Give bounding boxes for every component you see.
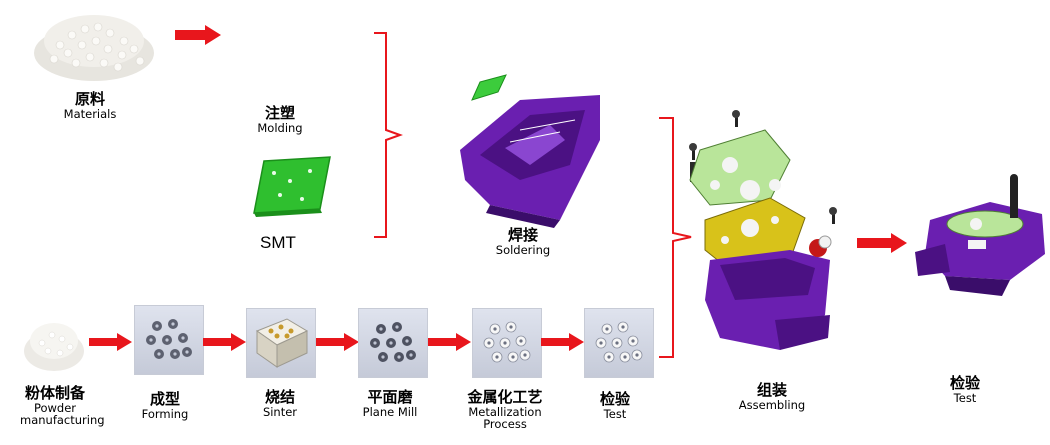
arrow-step-4 (428, 333, 471, 351)
metallization-image (472, 308, 542, 378)
process-step-label-cn: 烧结 (264, 388, 295, 406)
assembly-image (680, 110, 850, 370)
process-step-label-en: Powder manufacturing (20, 400, 105, 427)
process-step-label: 成型 Forming (125, 390, 205, 421)
process-step-label-en: Test (603, 406, 627, 421)
assembly-label: 组装 Assembling (722, 381, 822, 412)
forming-image (134, 305, 204, 375)
process-step-label-en: Metallization Process (468, 404, 542, 431)
materials-label-en: Materials (63, 106, 117, 121)
arrow-step-5 (541, 333, 584, 351)
arrow-materials-to-molding (175, 25, 221, 45)
process-step-label: 金属化工艺 Metallization Process (450, 388, 560, 431)
process-step-label: 粉体制备 Powder manufacturing (5, 384, 105, 427)
sinter-image (246, 308, 316, 378)
bracket-top (374, 32, 403, 238)
final-test-label: 检验 Test (935, 374, 995, 405)
process-step-label-en: Sinter (262, 404, 298, 419)
smt-pcb-image (253, 156, 331, 217)
soldering-label-en: Soldering (495, 242, 551, 257)
final-test-label-cn: 检验 (949, 374, 980, 392)
arrow-step-2 (203, 333, 246, 351)
materials-image (30, 5, 158, 83)
materials-label-cn: 原料 (74, 90, 105, 108)
process-step-label-cn: 粉体制备 (24, 384, 85, 402)
assembly-label-cn: 组装 (756, 381, 787, 399)
plane-mill-image (358, 308, 428, 378)
arrow-assembly-to-test (857, 233, 907, 253)
materials-label: 原料 Materials (40, 90, 140, 121)
process-step-label: 检验 Test (580, 390, 650, 421)
process-step-label: 平面磨 Plane Mill (345, 388, 435, 419)
process-step-label-cn: 平面磨 (367, 388, 413, 406)
process-step-label-cn: 检验 (599, 390, 630, 408)
process-step-label-cn: 金属化工艺 (467, 388, 543, 406)
process-step-label-cn: 成型 (149, 390, 180, 408)
soldering-image (450, 70, 620, 230)
molding-label-cn: 注塑 (264, 104, 295, 122)
powder-image (20, 307, 88, 375)
assembly-label-en: Assembling (738, 397, 806, 412)
soldering-label-cn: 焊接 (507, 226, 538, 244)
test-parts-image (584, 308, 654, 378)
arrow-step-3 (316, 333, 359, 351)
process-step-label: 烧结 Sinter (240, 388, 320, 419)
process-step-label-en: Forming (141, 406, 189, 421)
final-test-label-en: Test (953, 390, 977, 405)
arrow-step-1 (89, 333, 132, 351)
soldering-label: 焊接 Soldering (478, 226, 568, 257)
final-product-image (910, 172, 1050, 312)
process-step-label-en: Plane Mill (362, 404, 418, 419)
smt-label: SMT (260, 233, 296, 252)
bracket-assembly (659, 117, 692, 358)
molding-label-en: Molding (257, 120, 303, 135)
molding-label: 注塑 Molding (240, 104, 320, 135)
